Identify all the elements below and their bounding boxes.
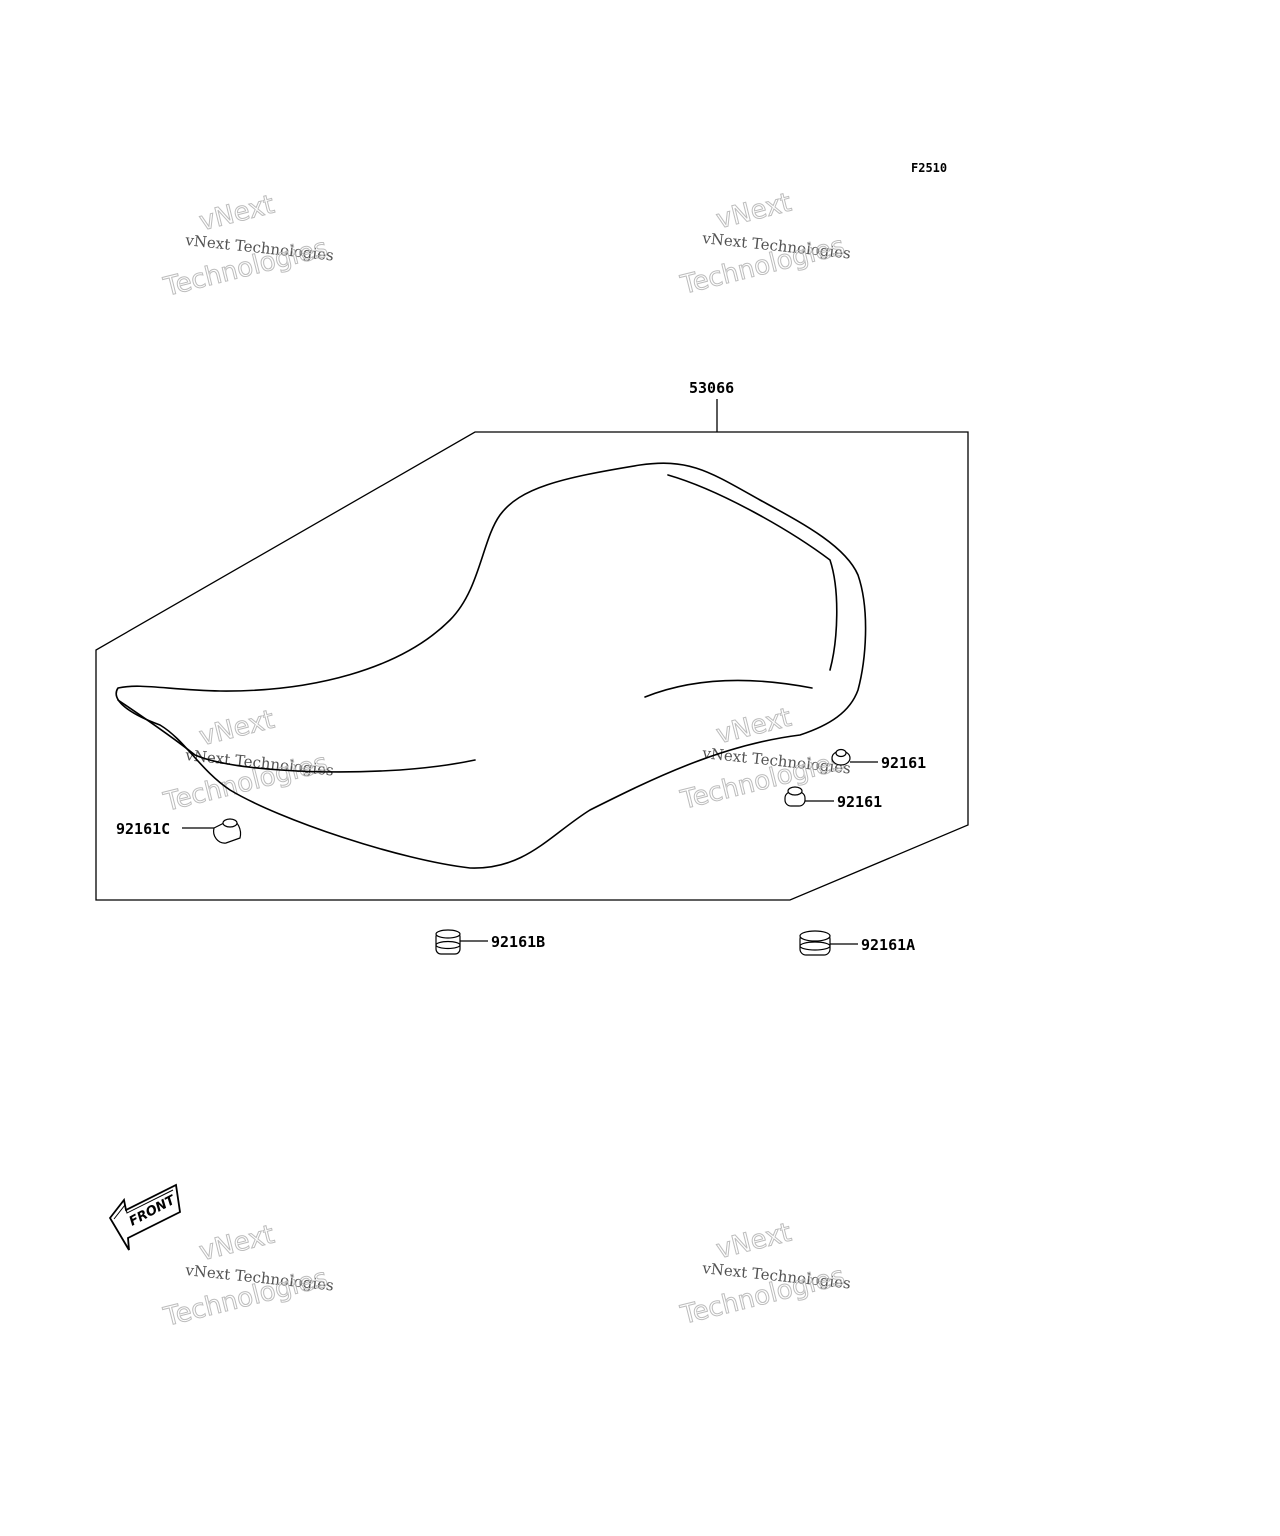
damper-b-label: 92161B — [491, 933, 545, 951]
grommet-right-upper-label: 92161 — [881, 754, 926, 772]
assembly-boundary — [95, 431, 969, 901]
grommet-left-label: 92161C — [116, 820, 170, 838]
grommet-left[interactable]: 92161C — [116, 818, 242, 844]
damper-b[interactable]: 92161B — [435, 929, 545, 955]
watermark-top-right: vNext vNext Technologies Technologies — [677, 187, 852, 301]
damper-a[interactable]: 92161A — [799, 930, 915, 956]
grommet-right-upper[interactable]: 92161 — [831, 748, 926, 773]
watermark-line2: vNext — [196, 190, 277, 237]
watermark-line2: vNext — [196, 1220, 277, 1267]
damper-a-label: 92161A — [861, 936, 915, 954]
watermark-mid-left: vNext vNext Technologies Technologies — [160, 704, 335, 818]
watermark-top-left: vNext vNext Technologies Technologies — [160, 189, 335, 303]
watermark-line2: vNext — [713, 188, 794, 235]
grommet-right-lower-label: 92161 — [837, 793, 882, 811]
watermark-line2: vNext — [713, 1218, 794, 1265]
grommet-right-lower[interactable]: 92161 — [784, 786, 882, 811]
watermark-line2: vNext — [196, 705, 277, 752]
watermark-bottom-right: vNext vNext Technologies Technologies — [677, 1217, 852, 1331]
seat-drawing[interactable] — [115, 462, 867, 869]
front-direction-indicator: FRONT — [108, 1183, 181, 1251]
seat-part-label[interactable]: 53066 — [689, 379, 734, 397]
watermark-bottom-left: vNext vNext Technologies Technologies — [160, 1219, 335, 1333]
diagram-code: F2510 — [911, 161, 947, 175]
